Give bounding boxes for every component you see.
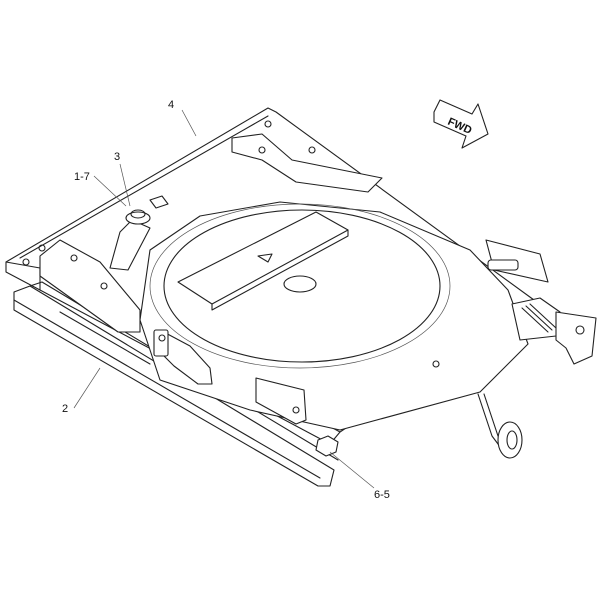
callout-1-7: 1-7	[74, 171, 90, 183]
left-bracket-plate	[39, 239, 141, 333]
pivot-post	[109, 195, 169, 271]
callout-2: 2	[62, 403, 68, 415]
hex-nut	[315, 435, 339, 457]
release-handle	[153, 329, 213, 385]
leader-lines	[73, 109, 375, 489]
upper-bracket-plate	[231, 133, 383, 193]
fwd-arrow-icon: FWD	[433, 99, 489, 149]
callout-3: 3	[114, 151, 120, 163]
roller-bracket	[477, 393, 523, 459]
latch-bracket	[255, 377, 307, 425]
swivel-disc	[139, 201, 529, 431]
lock-mechanism	[485, 239, 597, 365]
callout-4: 4	[168, 99, 174, 111]
callout-6-5: 6-5	[374, 489, 390, 501]
